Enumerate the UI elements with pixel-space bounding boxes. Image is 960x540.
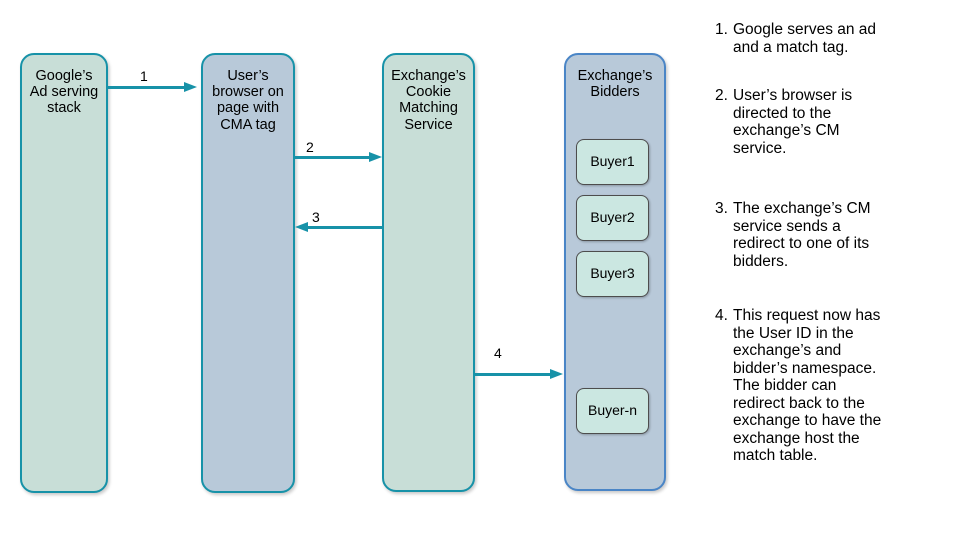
step-4-number: 4.	[715, 307, 728, 324]
arrow-3-label: 3	[312, 209, 320, 225]
step-item-2: 2. User’s browser is directed to the exc…	[690, 87, 921, 157]
node-google-ad-stack: Google’s Ad serving stack	[20, 53, 108, 493]
node-users-browser: User’s browser on page with CMA tag	[201, 53, 295, 493]
node-cookie-matching-service: Exchange’s Cookie Matching Service	[382, 53, 475, 492]
arrow-4-head-icon	[550, 368, 563, 379]
node-exchange-bidders: Exchange’s Bidders Buyer1 Buyer2 Buyer3 …	[564, 53, 666, 491]
arrow-2-label: 2	[306, 139, 314, 155]
step-3-number: 3.	[715, 200, 728, 217]
buyer-box-2: Buyer2	[576, 195, 649, 241]
arrow-4-label: 4	[494, 345, 502, 361]
arrow-1-label: 1	[140, 68, 148, 84]
step-4-text: This request now has the User ID in the …	[733, 307, 882, 464]
buyer-box-3-label: Buyer3	[590, 265, 635, 282]
buyer-box-3: Buyer3	[576, 251, 649, 297]
step-item-1: 1. Google serves an ad and a match tag.	[690, 21, 921, 56]
buyer-box-1: Buyer1	[576, 139, 649, 185]
buyer-box-n-label: Buyer-n	[587, 402, 638, 419]
node-exchange-bidders-label: Exchange’s Bidders	[577, 68, 653, 101]
step-3-text: The exchange’s CM service sends a redire…	[733, 200, 871, 270]
step-1-text: Google serves an ad and a match tag.	[733, 21, 877, 56]
arrow-3-line	[307, 225, 382, 229]
arrow-2-line	[295, 155, 370, 159]
step-item-4: 4. This request now has the User ID in t…	[690, 307, 921, 465]
arrow-4-line	[474, 372, 551, 376]
buyer-box-n: Buyer-n	[576, 388, 649, 434]
step-item-3: 3. The exchange’s CM service sends a red…	[690, 200, 921, 270]
node-cookie-matching-service-label: Exchange’s Cookie Matching Service	[391, 68, 466, 133]
arrow-1-head-icon	[184, 81, 197, 92]
steps-list: 1. Google serves an ad and a match tag. …	[690, 0, 952, 540]
node-users-browser-label: User’s browser on page with CMA tag	[212, 68, 284, 133]
step-2-number: 2.	[715, 87, 728, 104]
arrow-3-head-icon	[295, 221, 308, 232]
buyer-box-2-label: Buyer2	[590, 209, 635, 226]
node-google-ad-stack-label: Google’s Ad serving stack	[29, 68, 99, 117]
arrow-1-line	[108, 85, 185, 89]
step-1-number: 1.	[715, 21, 728, 38]
step-2-text: User’s browser is directed to the exchan…	[733, 87, 853, 157]
buyer-box-1-label: Buyer1	[590, 153, 635, 170]
arrow-2-head-icon	[369, 151, 382, 162]
